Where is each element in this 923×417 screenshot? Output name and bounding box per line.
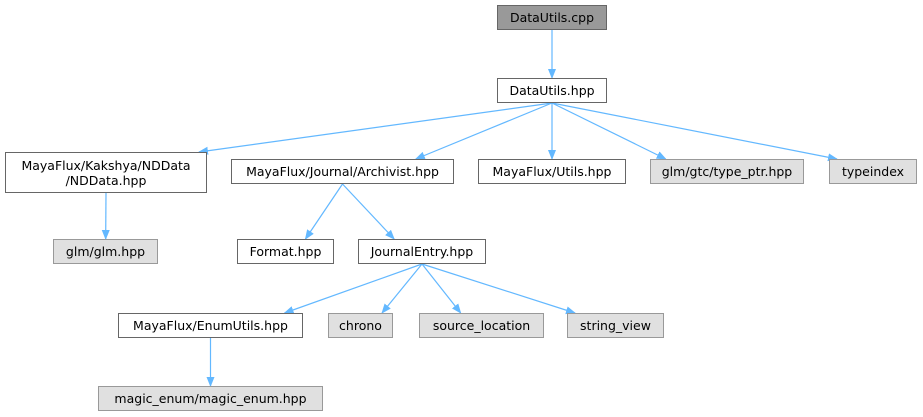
node-nddata[interactable]: MayaFlux/Kakshya/NDData /NDData.hpp xyxy=(5,152,207,193)
edge-journalentry-to-source-location xyxy=(421,263,462,314)
node-archivist[interactable]: MayaFlux/Journal/Archivist.hpp xyxy=(231,159,454,184)
node-utils[interactable]: MayaFlux/Utils.hpp xyxy=(478,159,626,184)
node-glm[interactable]: glm/glm.hpp xyxy=(53,239,158,264)
edge-datautils-hpp-to-typeindex xyxy=(551,102,838,162)
node-datautils-hpp[interactable]: DataUtils.hpp xyxy=(497,78,607,103)
edge-datautils-hpp-to-nddata xyxy=(198,102,553,155)
node-format[interactable]: Format.hpp xyxy=(237,239,334,264)
edge-archivist-to-format xyxy=(304,183,343,240)
edge-archivist-to-journalentry xyxy=(342,183,395,240)
node-source-location[interactable]: source_location xyxy=(419,313,544,338)
edge-journalentry-to-string-view xyxy=(421,263,576,315)
node-typeindex[interactable]: typeindex xyxy=(829,159,917,184)
node-journalentry[interactable]: JournalEntry.hpp xyxy=(358,239,486,264)
node-datautils-cpp[interactable]: DataUtils.cpp xyxy=(497,5,607,30)
edge-journalentry-to-enumutils xyxy=(283,263,423,314)
edge-journalentry-to-chrono xyxy=(381,263,423,314)
node-enumutils[interactable]: MayaFlux/EnumUtils.hpp xyxy=(118,313,303,338)
node-string-view[interactable]: string_view xyxy=(567,313,664,338)
node-magic-enum[interactable]: magic_enum/magic_enum.hpp xyxy=(98,386,323,411)
node-chrono[interactable]: chrono xyxy=(328,313,393,338)
edge-datautils-hpp-to-type-ptr xyxy=(551,102,667,160)
edge-datautils-hpp-to-archivist xyxy=(414,102,553,160)
node-type-ptr[interactable]: glm/gtc/type_ptr.hpp xyxy=(650,159,804,184)
